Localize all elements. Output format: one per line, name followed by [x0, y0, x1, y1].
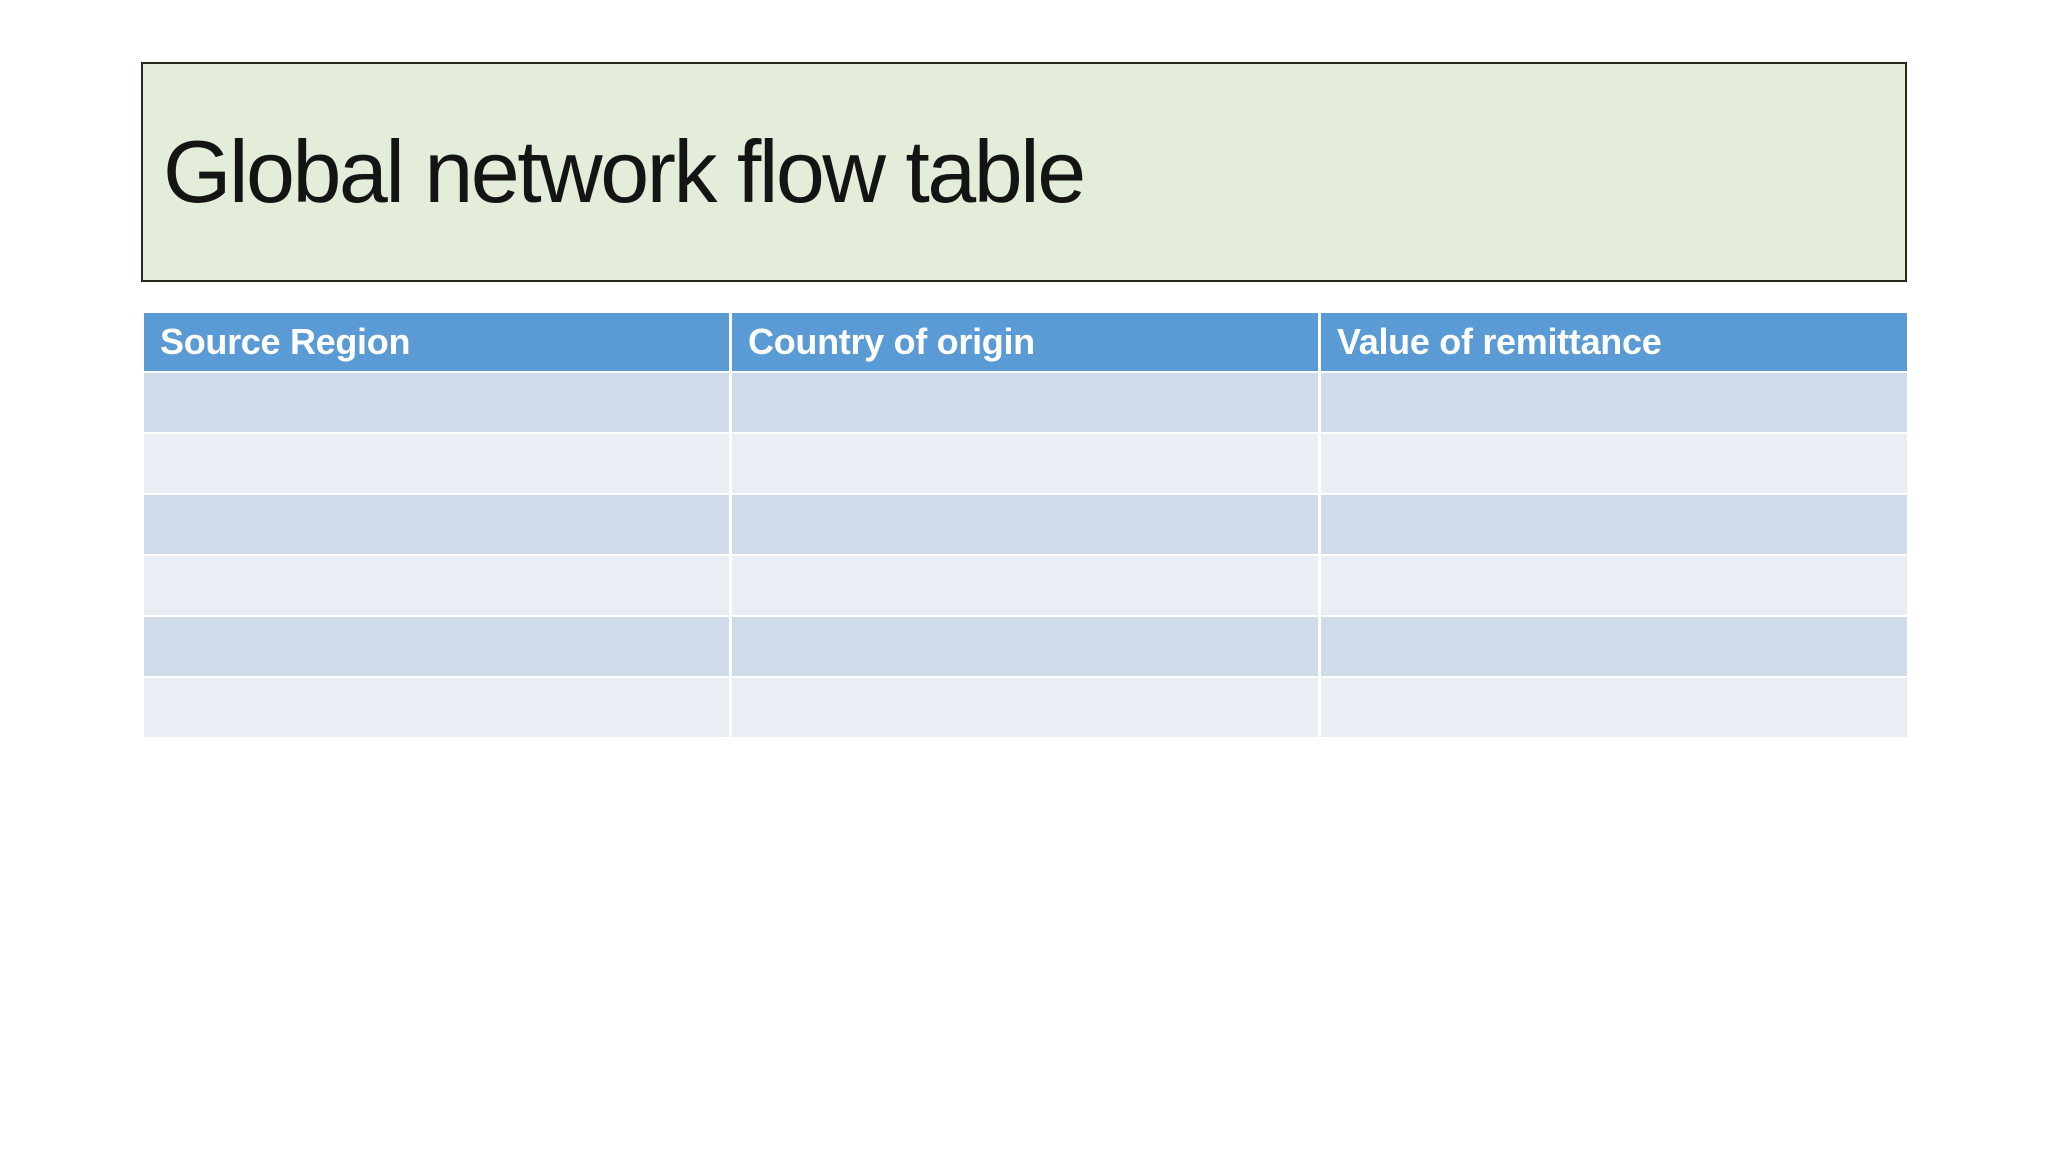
table-cell — [1321, 434, 1907, 493]
table-cell — [732, 556, 1318, 615]
table-row — [144, 617, 1907, 676]
table-row — [144, 373, 1907, 432]
table-cell — [144, 495, 729, 554]
table-header-row: Source Region Country of origin Value of… — [144, 313, 1907, 371]
table-cell — [144, 678, 729, 737]
slide-title: Global network flow table — [163, 122, 1086, 221]
table-cell — [144, 556, 729, 615]
flow-table: Source Region Country of origin Value of… — [144, 313, 1907, 737]
column-header-source-region: Source Region — [144, 313, 729, 371]
table-row — [144, 678, 1907, 737]
table-row — [144, 434, 1907, 493]
table-cell — [144, 373, 729, 432]
table-cell — [732, 495, 1318, 554]
table-row — [144, 556, 1907, 615]
column-header-value-of-remittance: Value of remittance — [1321, 313, 1907, 371]
table-cell — [144, 434, 729, 493]
table-cell — [1321, 678, 1907, 737]
table-cell — [732, 678, 1318, 737]
table-cell — [1321, 373, 1907, 432]
column-header-country-of-origin: Country of origin — [732, 313, 1318, 371]
table-row — [144, 495, 1907, 554]
table-cell — [144, 617, 729, 676]
table-cell — [732, 373, 1318, 432]
title-box: Global network flow table — [141, 62, 1907, 282]
table-cell — [1321, 495, 1907, 554]
table-cell — [1321, 617, 1907, 676]
table-cell — [732, 434, 1318, 493]
table-cell — [732, 617, 1318, 676]
table-cell — [1321, 556, 1907, 615]
table-body — [144, 373, 1907, 737]
